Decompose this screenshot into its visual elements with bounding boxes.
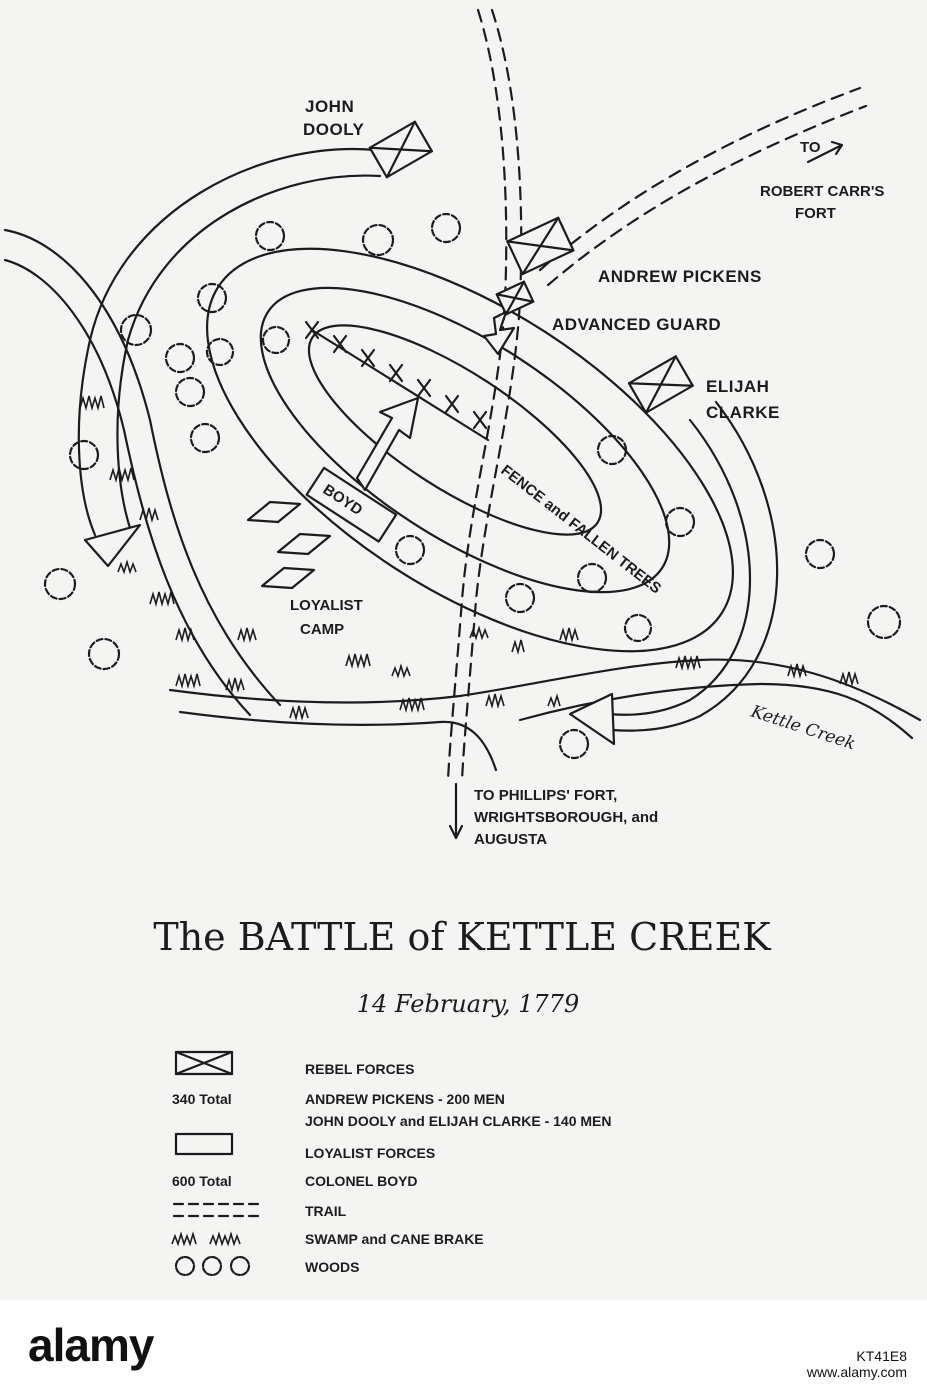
map-drawing: JOHN DOOLY TO ROBERT CARR'S FORT ANDREW … [3,8,922,1277]
advanced-guard-arrow [482,310,516,356]
fence-line [304,320,490,442]
loyalist-camp-tents [246,500,332,590]
legend-rebel-pickens: ANDREW PICKENS - 200 MEN [305,1091,505,1107]
label-robert-carrs-fort: TO ROBERT CARR'S FORT [760,139,889,222]
label-elijah-clarke: ELIJAH CLARKE [706,377,780,422]
label-andrew-pickens: ANDREW PICKENS [598,267,762,286]
stock-footer: alamy KT41E8 www.alamy.com [0,1300,927,1390]
swamp-cane-brake [79,395,859,722]
label-to-phillips-fort: TO PHILLIPS' FORT, WRIGHTSBOROUGH, and A… [474,787,662,848]
unit-elijah-clarke [627,355,694,414]
legend-woods-symbol [174,1255,251,1277]
label-loyalist-camp: LOYALIST CAMP [290,597,367,638]
legend-loyalist-forces: LOYALIST FORCES [305,1145,435,1161]
legend-swamp: SWAMP and CANE BRAKE [305,1231,484,1247]
loyalist-perimeter [205,247,735,653]
map-date: 14 February, 1779 [357,990,580,1018]
brand-logo: alamy [28,1319,154,1371]
label-kettle-creek: Kettle Creek [748,701,858,754]
boyd-advance-arrow [355,396,420,492]
image-id: KT41E8 www.alamy.com [806,1348,907,1380]
label-advanced-guard: ADVANCED GUARD [552,315,721,334]
legend-swamp-symbol [171,1231,241,1247]
unit-boyd [305,466,398,543]
legend-trail-symbol [172,1202,264,1218]
western-flank-arrow [3,228,282,717]
arrow-to-carrs-fort [806,140,844,164]
legend-loyalist-total: 600 Total [172,1173,232,1189]
trail-to-carrs-fort [538,86,868,287]
legend-rebel-total: 340 Total [172,1091,232,1107]
unit-andrew-pickens [506,216,575,276]
arrow-to-phillips-fort [448,782,464,840]
woods [43,212,902,760]
trail-north-south [446,8,523,782]
legend-rebel-dooly-clarke: JOHN DOOLY and ELIJAH CLARKE - 140 MEN [305,1113,612,1129]
legend-trail: TRAIL [305,1203,347,1219]
unit-advanced-guard [495,280,535,316]
legend: REBEL FORCES 340 Total ANDREW PICKENS - … [171,1050,612,1277]
clarke-attack-arrow [568,400,779,746]
label-john-dooly: JOHN DOOLY [303,97,365,139]
legend-loyalist-symbol [174,1132,234,1156]
legend-loyalist-leader: COLONEL BOYD [305,1173,418,1189]
unit-john-dooly [368,120,433,179]
legend-woods: WOODS [305,1259,359,1275]
legend-rebel-forces: REBEL FORCES [305,1061,414,1077]
map-title: The BATTLE of KETTLE CREEK [153,915,771,959]
legend-rebel-symbol [174,1050,234,1076]
battle-map: JOHN DOOLY TO ROBERT CARR'S FORT ANDREW … [0,0,927,1300]
kettle-creek [168,658,922,772]
